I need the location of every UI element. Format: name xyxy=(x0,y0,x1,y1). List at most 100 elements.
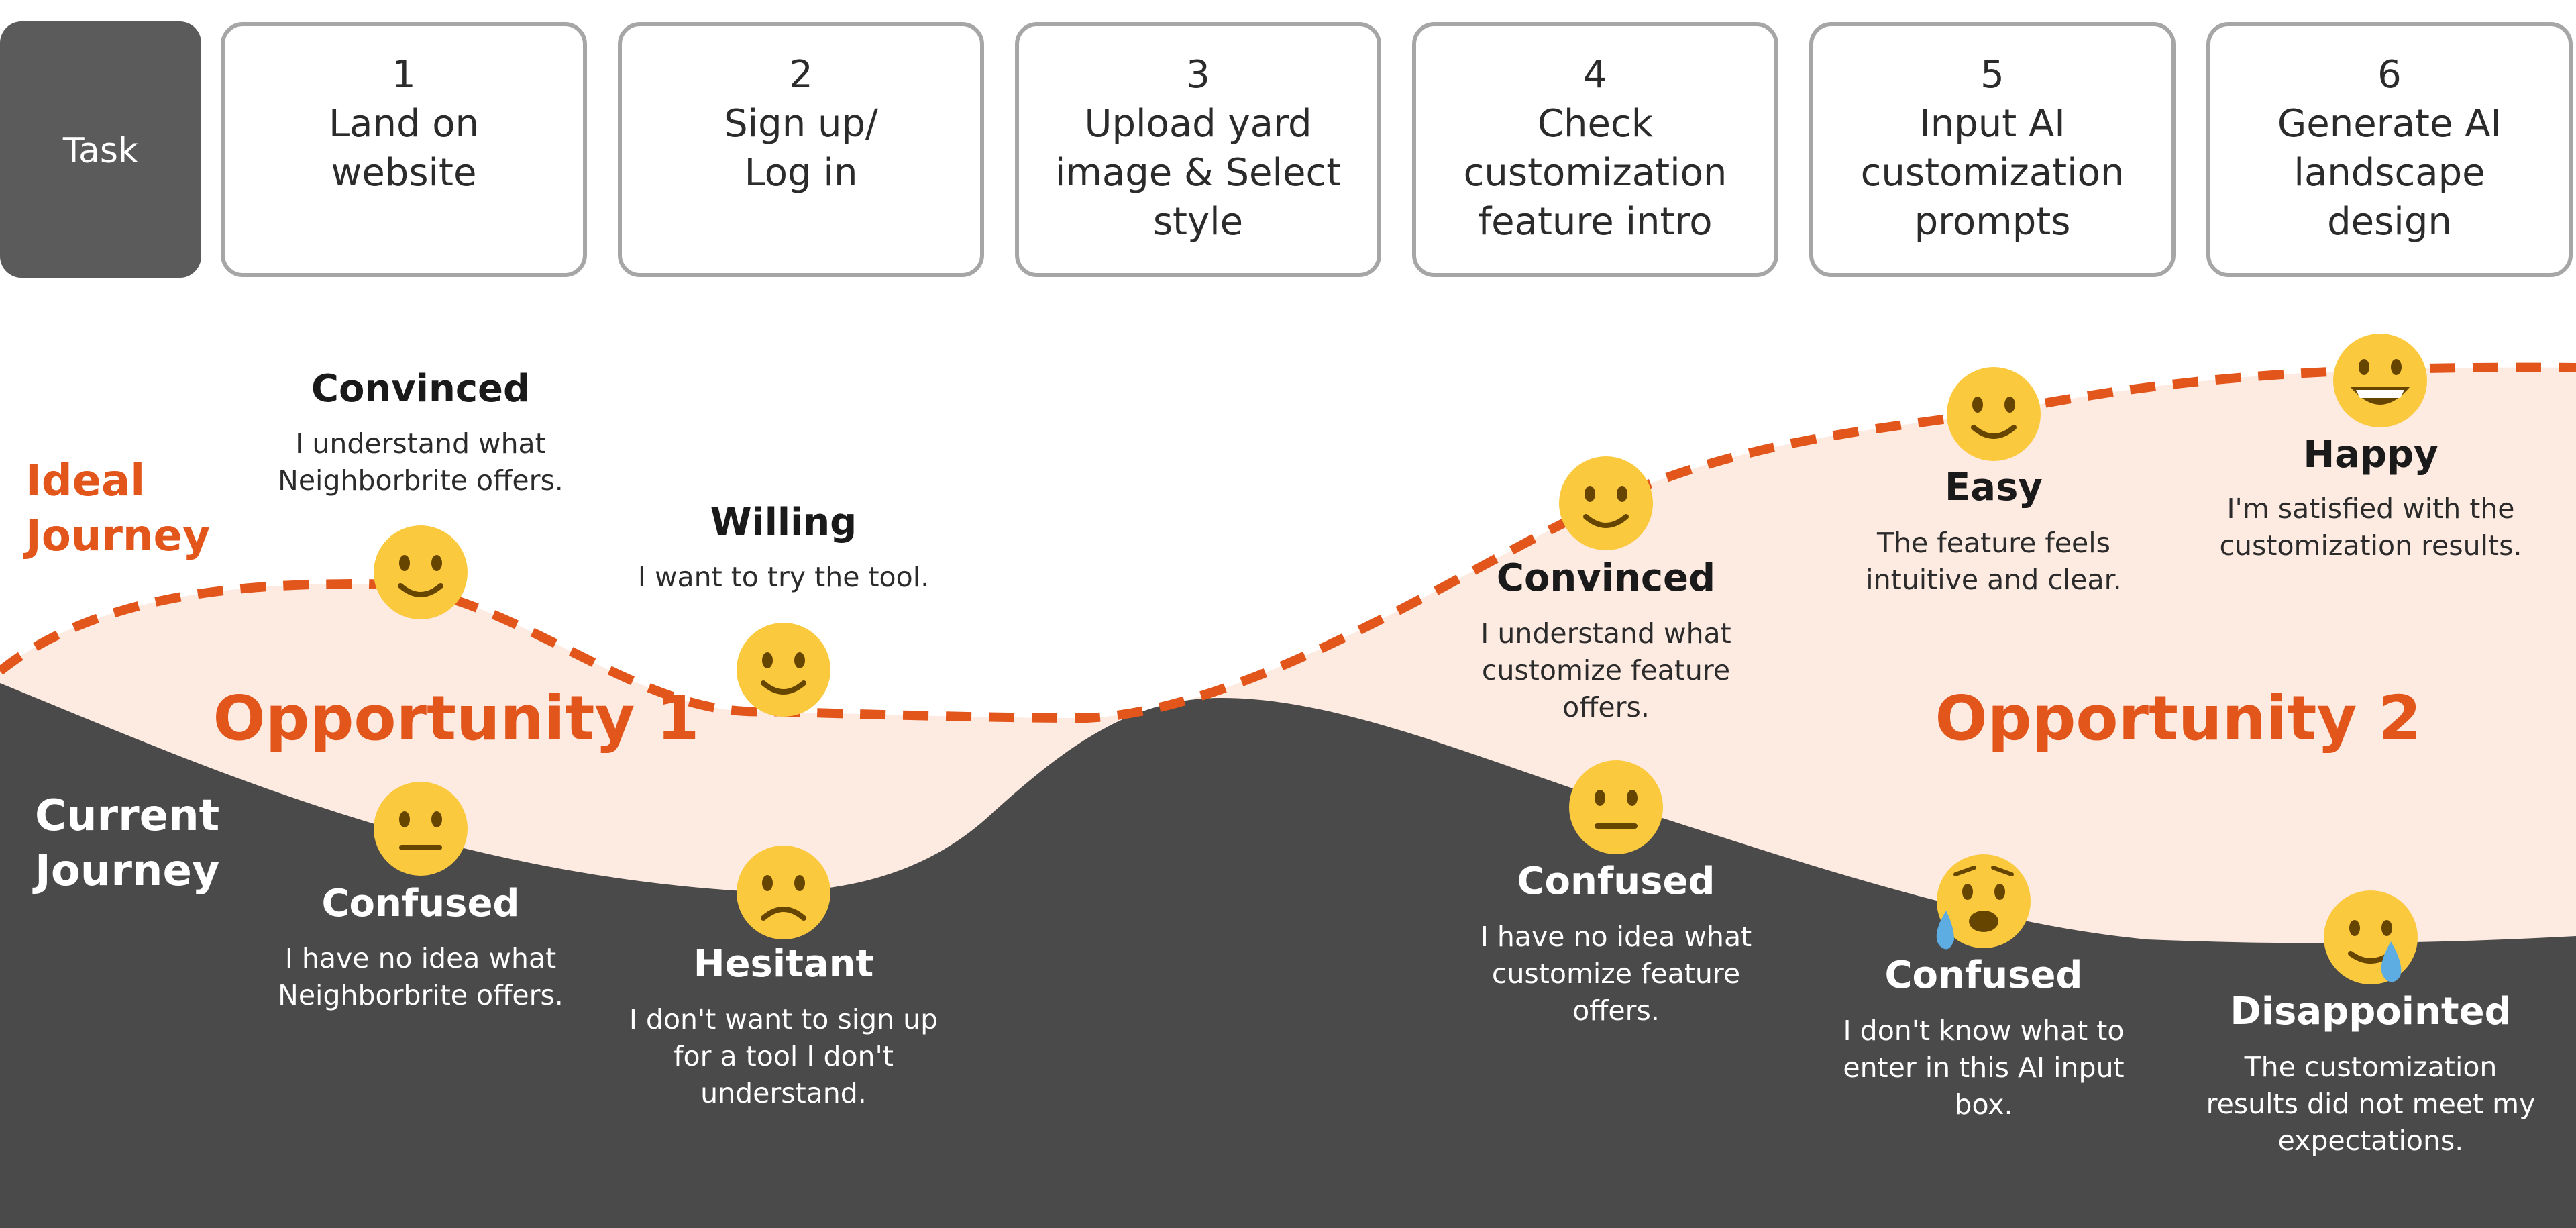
step-number: 3 xyxy=(1186,53,1210,97)
emotion-description-line: enter in this AI input xyxy=(1843,1052,2124,1084)
emotion-description-line: I have no idea what xyxy=(1481,921,1752,953)
emotion-description-line: The feature feels xyxy=(1876,527,2110,559)
tear-icon xyxy=(2324,890,2418,984)
emotion-description-line: I'm satisfied with the xyxy=(2226,493,2514,525)
current-journey-label-line-2: Journey xyxy=(32,846,220,896)
step-label-line: customization xyxy=(1464,151,1727,195)
smile-icon xyxy=(737,623,830,717)
step-card-frame xyxy=(1015,22,1381,277)
step-number: 4 xyxy=(1583,53,1607,97)
current-journey-label: Current Journey xyxy=(32,791,235,896)
frown-icon xyxy=(737,846,830,939)
step-label-line: design xyxy=(2327,200,2452,244)
emotion-title: Willing xyxy=(710,501,857,544)
step-label-line: prompts xyxy=(1915,200,2071,244)
emotion-description: I'm satisfied with the customization resu… xyxy=(2220,493,2522,562)
step-number: 1 xyxy=(392,53,416,97)
step-label-line: Log in xyxy=(745,151,858,195)
current_emotions-emotion: Confused I have no idea what customize fea… xyxy=(1481,760,1752,1027)
emotion-description-line: customize feature xyxy=(1482,654,1730,686)
step-label-line: Generate AI xyxy=(2277,102,2502,146)
ideal_emotions-emotion: Willing I want to try the tool. xyxy=(638,501,929,717)
emotion-description-line: customization results. xyxy=(2220,529,2522,562)
step-card-frame xyxy=(1412,22,1778,277)
neutral-icon xyxy=(374,782,468,876)
emotion-description-line: customize feature xyxy=(1492,958,1740,990)
emotion-title: Confused xyxy=(1884,954,2082,997)
step-label-line: feature intro xyxy=(1478,200,1712,244)
step-label-line: Land on xyxy=(329,102,479,146)
ideal-journey-label-line-1: Ideal xyxy=(25,456,145,506)
step-label-line: landscape xyxy=(2294,151,2485,195)
step-label-line: Check xyxy=(1538,102,1654,146)
emotion-title: Confused xyxy=(1517,860,1715,903)
emotion-title: Convinced xyxy=(1497,556,1715,600)
emotion-description-line: intuitive and clear. xyxy=(1866,564,2121,596)
task-label: Task xyxy=(62,131,138,171)
emotion-description-line: box. xyxy=(1954,1088,2012,1121)
ideal-journey-label: Ideal Journey xyxy=(23,456,211,561)
emotion-description-line: Neighborbrite offers. xyxy=(278,464,564,497)
emotion-title: Happy xyxy=(2303,433,2438,476)
step-card-frame xyxy=(618,22,984,277)
current-journey-label-line-1: Current xyxy=(35,791,219,841)
emotion-description-line: I want to try the tool. xyxy=(638,561,929,593)
step-number: 2 xyxy=(789,53,813,97)
emotion-description-line: results did not meet my xyxy=(2206,1088,2536,1120)
emotion-description-line: Neighborbrite offers. xyxy=(278,979,564,1011)
ideal-journey-curve xyxy=(0,362,2576,723)
step-label-line: image & Select xyxy=(1055,151,1341,195)
emotion-description-line: The customization xyxy=(2244,1051,2498,1083)
emotion-title: Confused xyxy=(321,882,519,925)
ideal-journey-label-line-2: Journey xyxy=(23,511,211,561)
emotion-description-line: I don't want to sign up xyxy=(629,1003,938,1035)
emotion-title: Hesitant xyxy=(694,942,874,986)
emotion-description-line: I understand what xyxy=(1481,617,1731,650)
ideal_emotions-emotion: Convinced I understand what customize feat… xyxy=(1481,456,1731,723)
emotion-description: The feature feels intuitive and clear. xyxy=(1866,527,2121,596)
emotion-title: Convinced xyxy=(311,367,530,411)
emotion-description-line: offers. xyxy=(1562,691,1650,723)
emotion-description: I want to try the tool. xyxy=(638,561,929,593)
task-header-cell xyxy=(0,21,201,278)
opportunity-1-label: Opportunity 1 xyxy=(213,682,700,754)
smile-icon xyxy=(1947,367,2041,461)
emotion-description-line: understand. xyxy=(700,1077,867,1109)
step-label-line: style xyxy=(1153,200,1243,244)
emotion-description-line: I have no idea what xyxy=(285,942,556,974)
grin-icon xyxy=(2333,334,2427,427)
step-label-line: website xyxy=(331,151,477,195)
emotion-description-line: expectations. xyxy=(2278,1125,2464,1157)
smile-icon xyxy=(374,525,468,619)
step-label-line: Sign up/ xyxy=(724,102,878,146)
step-card-frame xyxy=(2206,22,2573,277)
emotion-description: The customization results did not meet my… xyxy=(2206,1051,2536,1157)
opportunity-2-label: Opportunity 2 xyxy=(1935,682,2422,754)
step-label-line: customization xyxy=(1861,151,2125,195)
sweat-icon xyxy=(1936,854,2031,950)
current-journey-area xyxy=(0,683,2576,1228)
